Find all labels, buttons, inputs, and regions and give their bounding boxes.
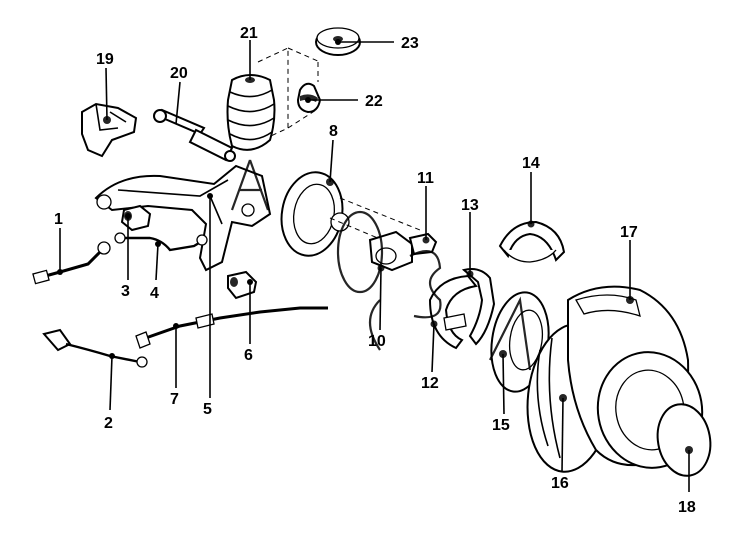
callout-10[interactable]: 10 bbox=[368, 333, 386, 350]
part-6-bush[interactable] bbox=[227, 270, 258, 300]
part-7-handbrake-cable[interactable] bbox=[135, 306, 328, 349]
callout-15[interactable]: 15 bbox=[492, 417, 510, 434]
callout-1[interactable]: 1 bbox=[54, 211, 63, 228]
part-10-wheel-hub[interactable] bbox=[368, 230, 413, 272]
callout-21[interactable]: 21 bbox=[240, 25, 258, 42]
callout-dots bbox=[57, 39, 341, 359]
callout-17[interactable]: 17 bbox=[620, 224, 638, 241]
callout-22[interactable]: 22 bbox=[365, 93, 383, 110]
callout-6[interactable]: 6 bbox=[244, 347, 253, 364]
callout-8[interactable]: 8 bbox=[329, 123, 338, 140]
part-1-brake-hose[interactable] bbox=[32, 241, 111, 285]
autodoc-watermark-icon bbox=[230, 159, 532, 371]
callout-12[interactable]: 12 bbox=[421, 375, 439, 392]
callout-18[interactable]: 18 bbox=[678, 499, 696, 516]
callout-16[interactable]: 16 bbox=[551, 475, 569, 492]
callout-5[interactable]: 5 bbox=[203, 401, 212, 418]
callout-13[interactable]: 13 bbox=[461, 197, 479, 214]
callout-3[interactable]: 3 bbox=[121, 283, 130, 300]
callout-11[interactable]: 11 bbox=[417, 170, 434, 187]
callout-14[interactable]: 14 bbox=[522, 155, 540, 172]
callout-4[interactable]: 4 bbox=[150, 285, 159, 302]
part-18-hub-cap[interactable] bbox=[589, 344, 716, 480]
callout-labels: 23 22 21 20 19 8 11 13 14 17 1 2 3 4 5 6… bbox=[54, 25, 696, 516]
part-5-trailing-arm[interactable] bbox=[94, 164, 272, 272]
part-21-coil-spring[interactable] bbox=[226, 74, 276, 151]
part-11-wheel-cylinder[interactable] bbox=[408, 232, 438, 256]
part-2-sensor-cable[interactable] bbox=[42, 328, 148, 368]
part-19-mounting-bracket[interactable] bbox=[81, 102, 138, 158]
callout-7[interactable]: 7 bbox=[170, 391, 179, 408]
part-8-backing-plate[interactable] bbox=[275, 167, 350, 260]
callout-leaders bbox=[59, 40, 690, 492]
assembly-guide-lines bbox=[257, 47, 321, 143]
callout-23[interactable]: 23 bbox=[401, 35, 419, 52]
part-20-shock-absorber[interactable] bbox=[153, 108, 236, 162]
callout-2[interactable]: 2 bbox=[104, 415, 113, 432]
part-12-brake-shoes[interactable] bbox=[428, 274, 478, 350]
callout-20[interactable]: 20 bbox=[170, 65, 188, 82]
part-4-brake-pipe[interactable] bbox=[114, 232, 208, 252]
callout-19[interactable]: 19 bbox=[96, 51, 114, 68]
part-14-brake-shoe[interactable] bbox=[498, 220, 566, 263]
